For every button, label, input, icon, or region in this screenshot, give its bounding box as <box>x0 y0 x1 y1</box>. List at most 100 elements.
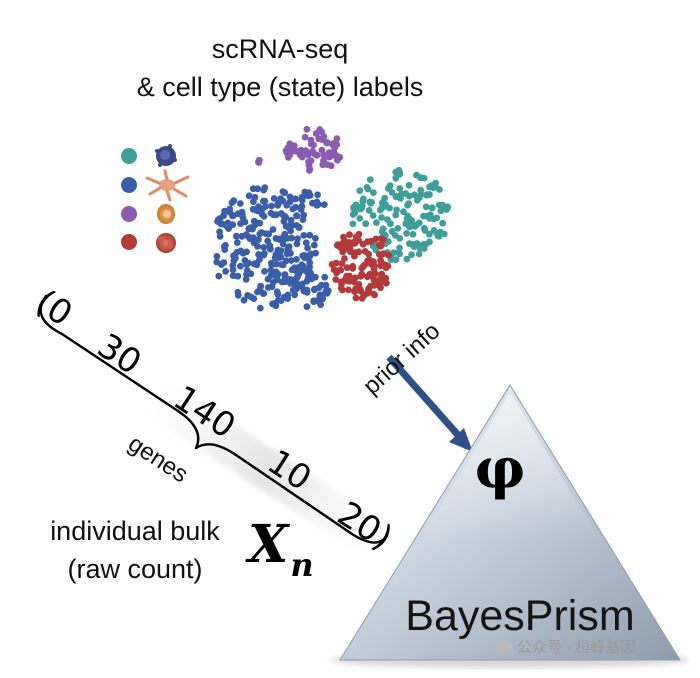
purple-cluster-point <box>327 162 335 170</box>
blue-cluster-point <box>269 300 276 308</box>
teal-cluster-point <box>392 211 400 219</box>
blue-cluster-point <box>305 254 312 262</box>
blue-cluster-point <box>267 266 275 274</box>
blue-cluster-point <box>267 209 275 217</box>
blue-cluster-point <box>304 274 312 282</box>
blue-cluster-point <box>287 257 295 264</box>
blue-cluster-point <box>269 226 277 233</box>
teal-cluster-point <box>426 215 434 222</box>
teal-cluster-point <box>404 201 411 209</box>
teal-cluster-point <box>360 195 367 203</box>
red-cluster-point <box>337 284 345 292</box>
blue-cluster-point <box>291 281 299 289</box>
purple-cluster-point <box>307 157 315 165</box>
blue-cluster-point <box>295 224 303 232</box>
blue-cluster-point <box>229 262 237 269</box>
blue-cluster-point <box>222 267 230 275</box>
blue-cell-icon <box>155 144 177 167</box>
teal-cluster-point <box>410 221 417 229</box>
header-line-2: & cell type (state) labels <box>136 72 424 102</box>
red-cluster-point <box>371 291 378 299</box>
blue-cluster-point <box>260 197 267 205</box>
blue-cluster-point <box>298 193 306 201</box>
teal-cluster-point <box>379 225 387 233</box>
red-cluster-point <box>361 248 369 255</box>
blue-cluster-point <box>240 296 248 304</box>
blue-cluster-point <box>303 303 311 310</box>
teal-cluster-point <box>415 250 423 258</box>
blue-cluster-point <box>255 251 262 258</box>
blue-cluster-point <box>215 272 223 280</box>
blue-cluster-point <box>277 247 285 255</box>
blue-cluster-point <box>256 285 264 293</box>
purple-cluster-point <box>255 158 262 166</box>
red-cluster-point <box>332 276 340 283</box>
red-cluster-point <box>370 258 377 265</box>
teal-cluster-point <box>391 232 399 239</box>
blue-cluster-point <box>287 220 295 228</box>
red-cluster-point <box>345 286 352 294</box>
blue-cluster-point <box>225 225 233 233</box>
red-cluster-point <box>343 264 351 272</box>
legend-dot-red <box>121 234 137 250</box>
red-cluster-point <box>339 248 347 256</box>
blue-cluster-point <box>229 272 237 279</box>
purple-cluster-point <box>323 139 331 146</box>
bulk-symbol-x: X <box>248 514 289 575</box>
purple-cluster-point <box>334 156 341 164</box>
purple-cluster-point <box>297 146 305 154</box>
blue-cluster-point <box>303 269 311 276</box>
purple-cluster-point <box>319 160 327 168</box>
blue-cluster-point <box>293 256 300 263</box>
purple-cluster-point <box>306 165 314 173</box>
teal-cluster-point <box>433 214 441 222</box>
blue-cluster-point <box>285 246 292 254</box>
legend-dot-purple <box>121 206 137 222</box>
red-cluster-point <box>377 262 385 270</box>
blue-cluster-point <box>298 202 306 210</box>
red-cluster-point <box>384 262 392 270</box>
purple-cluster-point <box>288 146 296 154</box>
scrna-header: scRNA-seq & cell type (state) labels <box>60 30 500 106</box>
purple-cluster-point <box>303 125 311 133</box>
teal-cluster-point <box>415 194 423 202</box>
blue-cluster-point <box>310 241 318 249</box>
red-cluster-point <box>341 237 349 245</box>
blue-cluster-point <box>216 228 224 236</box>
blue-cluster-point <box>287 227 295 235</box>
watermark-text: 公众号 · 桓峰基因 <box>517 639 636 656</box>
genes-brace <box>39 294 386 544</box>
teal-cluster-point <box>393 206 400 214</box>
teal-cluster-point <box>437 228 444 236</box>
vector-streak <box>140 377 389 559</box>
red-cluster-point <box>352 294 360 302</box>
red-cluster-point <box>355 248 363 256</box>
blue-cluster-point <box>222 241 229 249</box>
blue-cluster-point <box>264 275 272 283</box>
teal-cluster-point <box>358 204 365 212</box>
legend-dot-teal <box>121 148 137 164</box>
blue-cluster-point <box>236 200 244 207</box>
blue-cluster-point <box>237 247 245 255</box>
blue-cluster-point <box>260 244 268 251</box>
blue-cluster-point <box>289 205 297 213</box>
purple-cluster-point <box>333 135 341 143</box>
teal-cluster-point <box>387 220 394 228</box>
teal-cluster-point <box>363 184 371 191</box>
red-cluster-point <box>367 282 374 290</box>
blue-cluster-point <box>317 301 324 309</box>
teal-cluster-point <box>439 201 446 209</box>
red-cluster-point <box>346 272 353 280</box>
red-cluster-point <box>338 260 346 267</box>
blue-cluster-point <box>273 288 281 296</box>
bulk-symbol-subscript: n <box>290 546 314 584</box>
blue-cluster-point <box>286 193 294 201</box>
wechat-icon <box>496 641 512 653</box>
blue-cluster-point <box>304 244 311 252</box>
teal-cluster-point <box>427 182 435 190</box>
teal-cluster-point <box>369 212 377 219</box>
red-cluster-point <box>382 279 390 287</box>
teal-cluster-point <box>424 191 431 198</box>
blue-cluster-point <box>293 212 300 220</box>
teal-cluster-point <box>439 219 447 227</box>
